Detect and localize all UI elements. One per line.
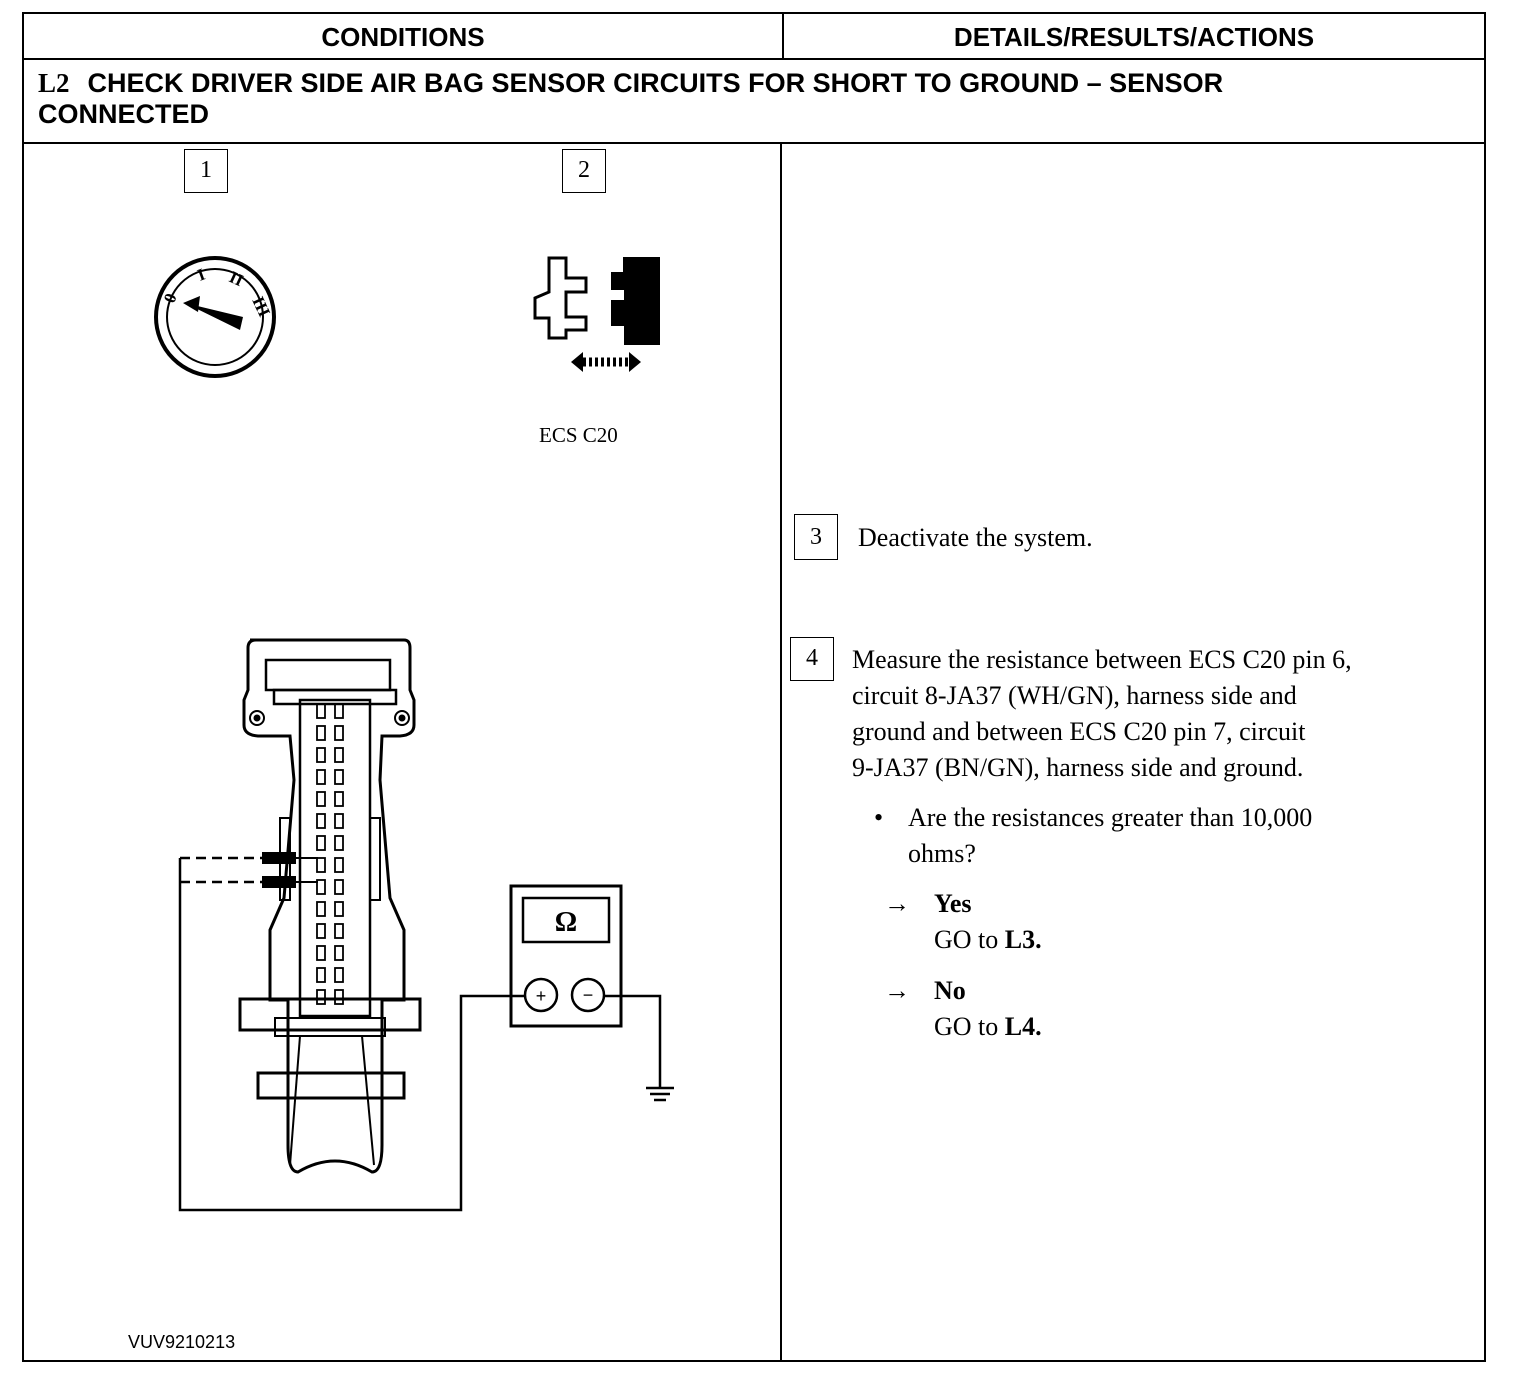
yes-action-prefix: GO to [934,925,999,954]
no-target-link[interactable]: L4. [1004,1012,1042,1041]
conditions-header: CONDITIONS [24,14,784,60]
ground-symbol-icon [646,1086,674,1102]
test-title-line1: CHECK DRIVER SIDE AIR BAG SENSOR CIRCUIT… [87,68,1224,98]
ignition-position-0: 0 [160,291,181,305]
test-number: L2 [38,68,70,98]
step-4-line-2: circuit 8-JA37 (WH/GN), harness side and [852,681,1297,710]
column-divider [780,144,782,1360]
details-header: DETAILS/RESULTS/ACTIONS [953,22,1315,52]
step-4-box: 4 [790,637,834,681]
connector-caption: ECS C20 [539,423,618,447]
header-divider [24,58,1484,60]
step-3-box: 3 [794,514,838,560]
no-action-prefix: GO to [934,1012,999,1041]
test-title: L2 CHECK DRIVER SIDE AIR BAG SENSOR CIRCU… [38,68,1458,130]
ignition-switch-icon: 0 I II III [154,256,276,378]
step-4-line-1: Measure the resistance between ECS C20 p… [852,645,1352,674]
step-4-line-3: ground and between ECS C20 pin 7, circui… [852,717,1306,746]
step-2-box: 2 [562,149,606,193]
ecs-c20-connector [238,638,422,1174]
step-4-text: Measure the resistance between ECS C20 p… [852,642,1472,786]
test-title-line2: CONNECTED [38,99,210,129]
question-text: Are the resistances greater than 10,000 … [908,800,1428,872]
yes-action: GO to L3. [934,922,1042,958]
question-line-2: ohms? [908,839,976,868]
question-line-1: Are the resistances greater than 10,000 [908,803,1313,832]
title-divider [24,142,1484,144]
step-3-text: Deactivate the system. [858,523,1093,552]
ohmmeter-icon: Ω + − [509,884,623,1028]
figure-id: VUV9210213 [128,1332,236,1352]
no-action: GO to L4. [934,1009,1042,1045]
step-1-box: 1 [184,149,228,193]
question-bullet: • [874,803,884,832]
connector-disconnect-icon [533,256,660,372]
yes-arrow: → [884,889,910,918]
ohm-symbol: Ω [555,907,577,938]
test-leads [178,852,662,1212]
no-arrow: → [884,976,910,1005]
step-4-line-4: 9-JA37 (BN/GN), harness side and ground. [852,753,1304,782]
no-label: No [934,976,966,1005]
minus-terminal: − [583,985,594,1005]
yes-label: Yes [934,889,972,918]
ignition-position-1: I [195,265,208,285]
yes-target-link[interactable]: L3. [1004,925,1042,954]
plus-terminal: + [536,986,547,1006]
procedure-table: CONDITIONS DETAILS/RESULTS/ACTIONS L2 CHE… [22,12,1486,1362]
